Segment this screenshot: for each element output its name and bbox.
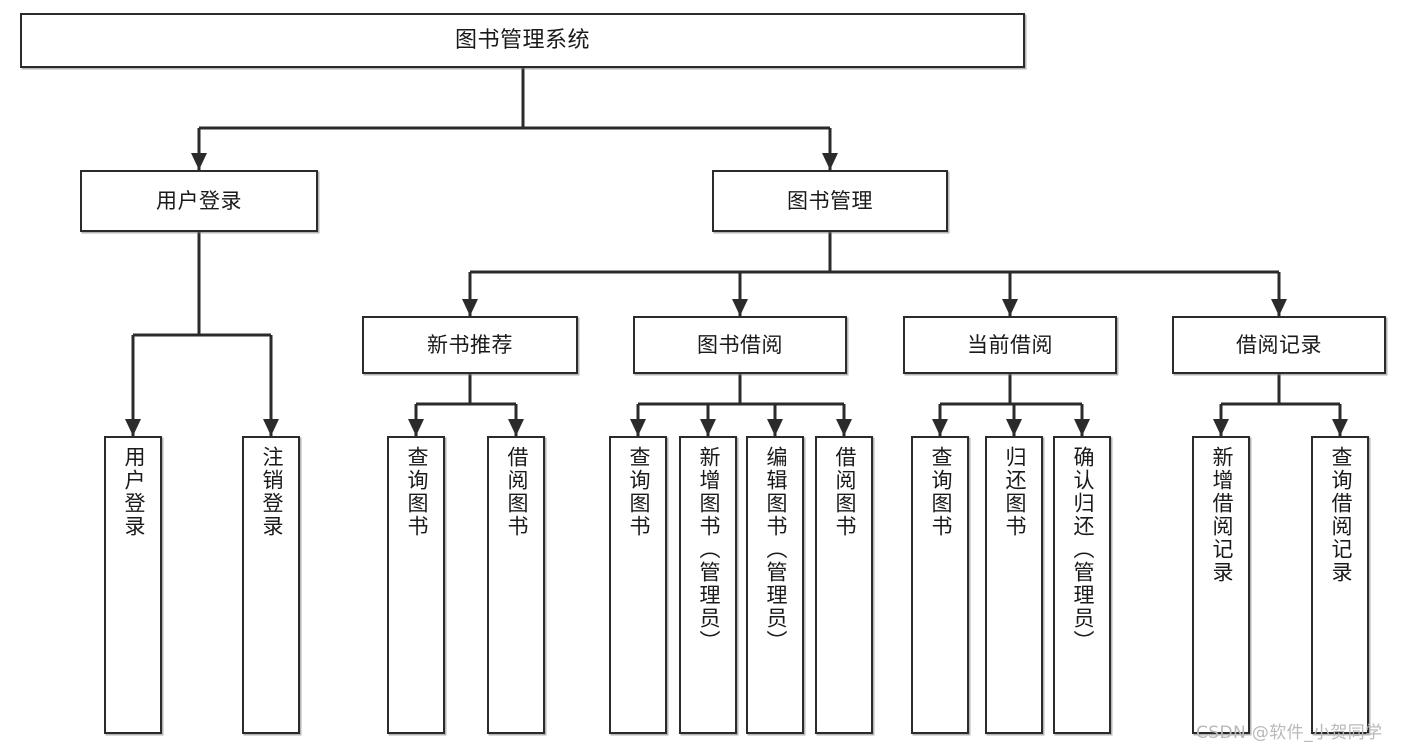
node-leaf-rec-query[interactable]: 查询图书 <box>387 436 445 734</box>
node-leaf-bb-query[interactable]: 查询图书 <box>609 436 667 734</box>
node-leaf-br-query[interactable]: 查询借阅记录 <box>1311 436 1369 734</box>
node-label: 新增图书（管理员） <box>696 446 721 653</box>
node-label: 新增借阅记录 <box>1209 446 1234 584</box>
edge-arrowhead <box>1002 299 1018 316</box>
edge-arrowhead <box>822 153 838 170</box>
node-label: 查询图书 <box>404 446 429 538</box>
node-leaf-bb-borrow[interactable]: 借阅图书 <box>815 436 873 734</box>
edge-arrowhead <box>630 419 646 436</box>
node-leaf-bb-add[interactable]: 新增图书（管理员） <box>679 436 737 734</box>
node-label: 归还图书 <box>1002 446 1027 538</box>
node-leaf-user-logout[interactable]: 注销登录 <box>242 436 300 734</box>
edge-arrowhead <box>508 419 524 436</box>
edge-arrowhead <box>836 419 852 436</box>
edge-arrowhead <box>1074 419 1090 436</box>
node-l3-new-book-rec[interactable]: 新书推荐 <box>362 316 578 374</box>
node-leaf-cb-return[interactable]: 归还图书 <box>985 436 1043 734</box>
node-leaf-br-add[interactable]: 新增借阅记录 <box>1192 436 1250 734</box>
edge-arrowhead <box>191 153 207 170</box>
node-label: 确认归还（管理员） <box>1070 446 1095 653</box>
node-label: 借阅记录 <box>1236 332 1322 357</box>
edge-arrowhead <box>767 419 783 436</box>
edge-arrowhead <box>263 419 279 436</box>
node-label: 查询图书 <box>928 446 953 538</box>
node-leaf-cb-query[interactable]: 查询图书 <box>911 436 969 734</box>
edge-arrowhead <box>1006 419 1022 436</box>
node-l2-user-login[interactable]: 用户登录 <box>80 170 318 232</box>
node-l2-book-mgmt[interactable]: 图书管理 <box>712 170 948 232</box>
node-leaf-cb-confirm[interactable]: 确认归还（管理员） <box>1053 436 1111 734</box>
edge-arrowhead <box>932 419 948 436</box>
edge-arrowhead <box>408 419 424 436</box>
node-root[interactable]: 图书管理系统 <box>20 13 1025 68</box>
node-label: 查询借阅记录 <box>1328 446 1353 584</box>
node-label: 新书推荐 <box>427 332 513 357</box>
node-l3-current-borrow[interactable]: 当前借阅 <box>903 316 1117 374</box>
node-label: 当前借阅 <box>967 332 1053 357</box>
edge-arrowhead <box>1332 419 1348 436</box>
node-l3-book-borrow[interactable]: 图书借阅 <box>633 316 847 374</box>
node-label: 查询图书 <box>626 446 651 538</box>
node-label: 用户登录 <box>156 188 242 213</box>
edge-arrowhead <box>1213 419 1229 436</box>
node-label: 编辑图书（管理员） <box>763 446 788 653</box>
node-leaf-rec-borrow[interactable]: 借阅图书 <box>487 436 545 734</box>
node-label: 图书管理系统 <box>454 27 590 53</box>
node-l3-borrow-record[interactable]: 借阅记录 <box>1172 316 1386 374</box>
node-leaf-bb-edit[interactable]: 编辑图书（管理员） <box>746 436 804 734</box>
node-label: 图书借阅 <box>697 332 783 357</box>
node-label: 用户登录 <box>121 446 146 538</box>
edge-arrowhead <box>1271 299 1287 316</box>
node-label: 注销登录 <box>259 446 284 538</box>
edge-arrowhead <box>700 419 716 436</box>
edge-arrowhead <box>462 299 478 316</box>
node-label: 借阅图书 <box>504 446 529 538</box>
node-leaf-user-login[interactable]: 用户登录 <box>104 436 162 734</box>
edge-arrowhead <box>125 419 141 436</box>
node-label: 图书管理 <box>787 188 873 213</box>
edge-arrowhead <box>732 299 748 316</box>
node-label: 借阅图书 <box>832 446 857 538</box>
